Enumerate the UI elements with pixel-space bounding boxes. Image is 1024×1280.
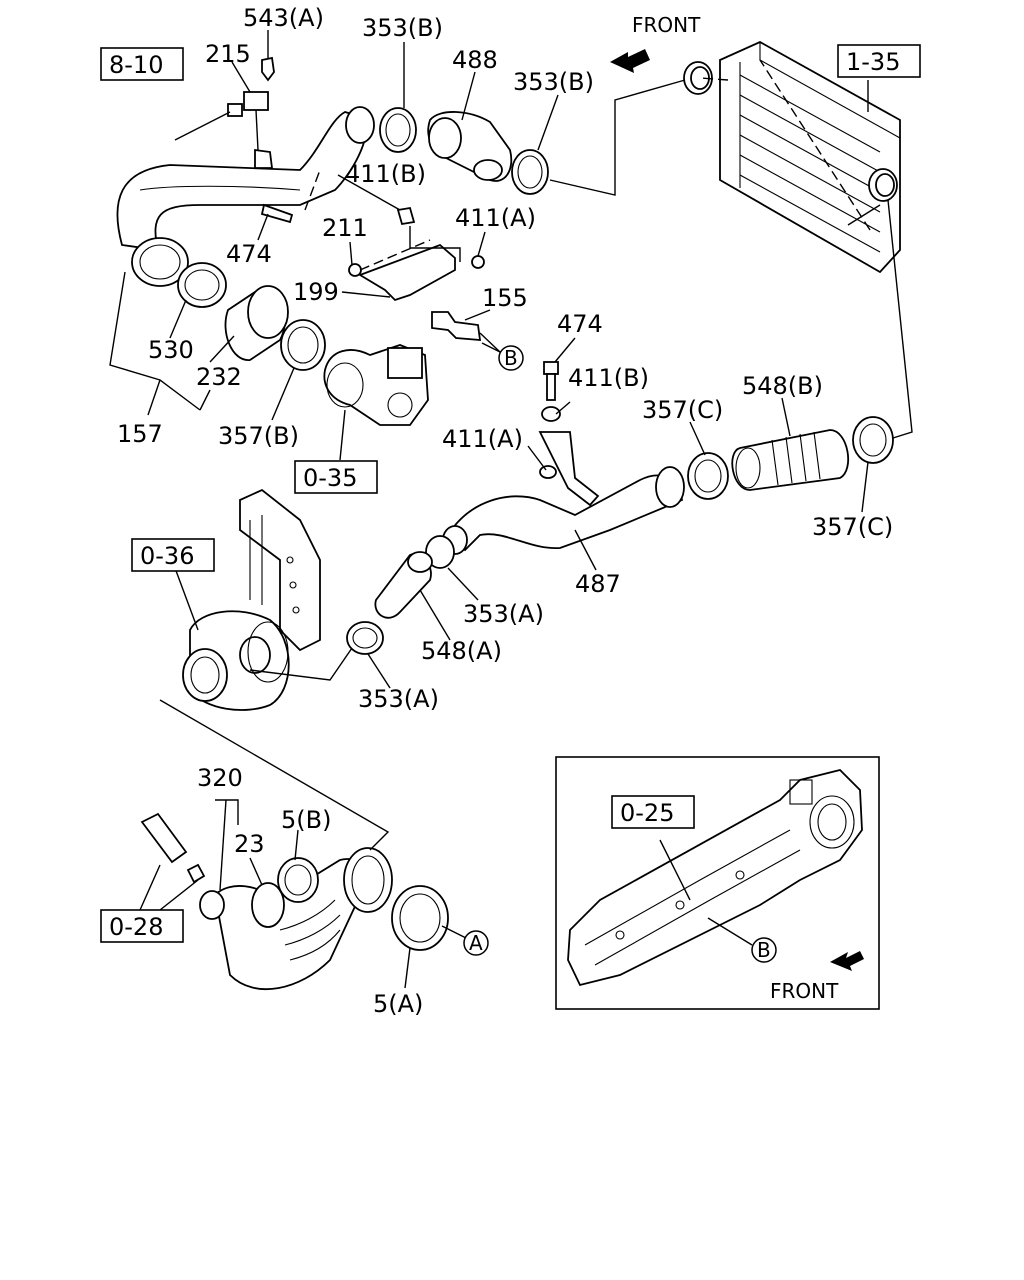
svg-text:0-25: 0-25 <box>620 799 674 827</box>
label-530: 530 <box>148 336 194 364</box>
label-411a-2: 411(A) <box>442 425 523 453</box>
label-155: 155 <box>482 284 528 312</box>
label-353a-2: 353(A) <box>358 685 439 713</box>
label-487: 487 <box>575 570 621 598</box>
label-199: 199 <box>293 278 339 306</box>
hose-548a <box>374 551 433 619</box>
clamp-5b <box>277 857 319 903</box>
svg-text:8-10: 8-10 <box>109 51 163 79</box>
inset-manifold <box>555 756 880 1010</box>
turbocharger <box>182 488 321 711</box>
label-353a-1: 353(A) <box>463 600 544 628</box>
callout-a: A <box>463 930 489 956</box>
callout-b-upper: B <box>498 345 524 371</box>
ref-box-0-25: 0-25 <box>611 795 695 829</box>
ref-box-0-36: 0-36 <box>131 538 215 572</box>
svg-text:A: A <box>469 931 483 955</box>
label-211: 211 <box>322 214 368 242</box>
front-label-inset: FRONT <box>770 979 839 1003</box>
leader-lines <box>109 30 913 989</box>
label-353b-2: 353(B) <box>513 68 594 96</box>
ref-box-0-35: 0-35 <box>294 460 378 494</box>
clamp-353b-1 <box>379 107 417 153</box>
ref-box-0-28: 0-28 <box>100 909 184 943</box>
bolt-474-lower <box>538 361 600 507</box>
label-157: 157 <box>117 420 163 448</box>
hose-548b <box>731 429 849 491</box>
bracket-199 <box>260 203 485 302</box>
label-23: 23 <box>234 830 265 858</box>
svg-text:1-35: 1-35 <box>846 48 900 76</box>
label-5b: 5(B) <box>281 806 331 834</box>
sensor-155 <box>431 311 501 353</box>
hose-0-28 <box>140 812 206 884</box>
sensor-215 <box>174 56 275 151</box>
label-5a: 5(A) <box>373 990 423 1018</box>
svg-text:B: B <box>504 346 518 370</box>
label-215: 215 <box>205 40 251 68</box>
svg-text:B: B <box>757 938 771 962</box>
callout-b-inset: B <box>751 937 777 963</box>
label-488: 488 <box>452 46 498 74</box>
clamp-353a-2 <box>346 621 384 655</box>
label-357b: 357(B) <box>218 422 299 450</box>
label-320: 320 <box>197 764 243 792</box>
label-548b: 548(B) <box>742 372 823 400</box>
intercooler <box>683 40 901 274</box>
intake-hose-157 <box>116 106 375 287</box>
part-labels: 543(A) 215 353(B) 488 353(B) 411(B) 411(… <box>117 4 893 1018</box>
clamp-353a-1 <box>425 535 455 569</box>
label-411a-1: 411(A) <box>455 204 536 232</box>
ref-box-8-10: 8-10 <box>100 47 184 81</box>
label-232: 232 <box>196 363 242 391</box>
label-474-2: 474 <box>557 310 603 338</box>
clamp-353b-2 <box>511 149 549 195</box>
svg-text:0-35: 0-35 <box>303 464 357 492</box>
clamp-357c-2 <box>852 416 894 464</box>
label-411b-1: 411(B) <box>345 160 426 188</box>
front-label-top: FRONT <box>632 13 701 37</box>
label-543a: 543(A) <box>243 4 324 32</box>
svg-text:0-28: 0-28 <box>109 913 163 941</box>
clamp-357c-1 <box>687 452 729 500</box>
label-357c-2: 357(C) <box>812 513 893 541</box>
elbow-hose-488 <box>427 111 513 182</box>
throttle-body <box>323 344 429 426</box>
label-474-1: 474 <box>226 240 272 268</box>
svg-text:0-36: 0-36 <box>140 542 194 570</box>
label-548a: 548(A) <box>421 637 502 665</box>
ref-box-1-35: 1-35 <box>837 44 921 78</box>
label-411b-2: 411(B) <box>568 364 649 392</box>
clamp-5a <box>391 885 449 951</box>
label-357c-1: 357(C) <box>642 396 723 424</box>
front-arrow-top <box>610 49 650 73</box>
label-353b-1: 353(B) <box>362 14 443 42</box>
pipe-232 <box>224 285 289 361</box>
intake-pipe-320 <box>199 847 393 991</box>
